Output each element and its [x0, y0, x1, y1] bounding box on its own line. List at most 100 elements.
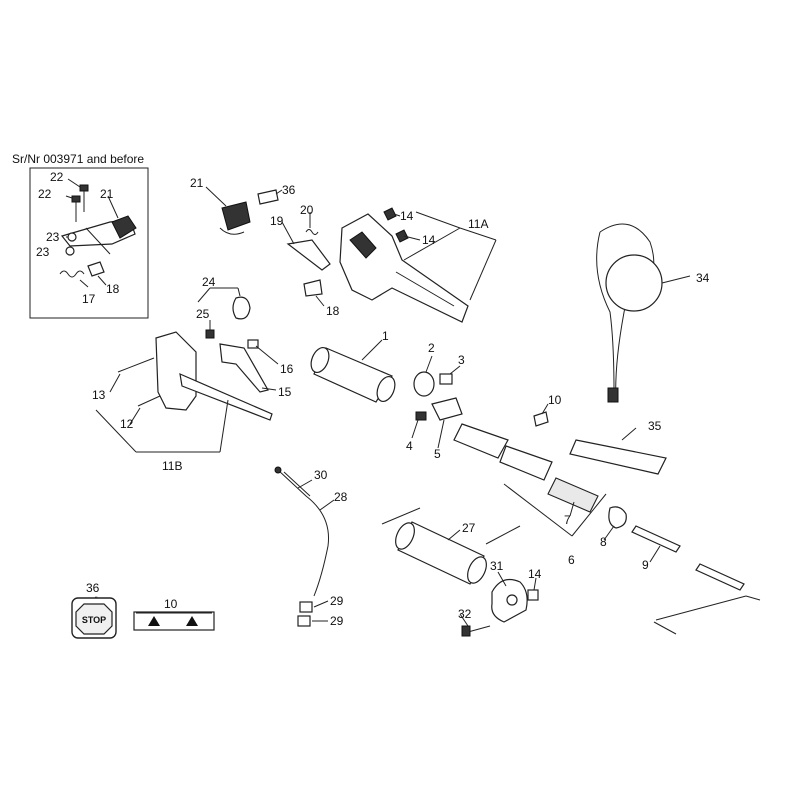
label-5: 5: [434, 447, 441, 461]
nut-29a: [299, 601, 313, 613]
lower-grip-parts: 27 31 14 32: [381, 507, 542, 637]
inset-screw-22a: [79, 184, 89, 212]
label-25: 25: [196, 307, 210, 321]
label-34: 34: [696, 271, 710, 285]
housing-11b-body: [155, 331, 197, 411]
nut-14a: [383, 207, 397, 221]
arrow-up-icon: [186, 616, 198, 626]
harness-pad-34: [605, 254, 663, 312]
driveshaft-9b: [695, 563, 745, 591]
label-1: 1: [382, 329, 389, 343]
label-14c: 14: [528, 567, 542, 581]
bolt-4: [415, 411, 427, 421]
nut-14c: [527, 589, 539, 601]
bushing-7: [547, 477, 599, 513]
label-32: 32: [458, 607, 472, 621]
label-inset-21: 21: [100, 187, 114, 201]
harness-straps-34: [596, 223, 655, 403]
label-6: 6: [568, 553, 575, 567]
throttle-cable: 30 28 29 29: [274, 466, 348, 628]
inset-screw-22b: [71, 195, 81, 222]
nut-8: [608, 506, 627, 529]
label-29b: 29: [330, 614, 344, 628]
shaft-sleeve: [499, 445, 553, 481]
label-2: 2: [428, 341, 435, 355]
inset-nut-23b: [65, 246, 75, 256]
decal-36-small: [257, 189, 279, 205]
housing-11b-rail: [179, 373, 273, 421]
driveshaft-9a: [631, 525, 681, 553]
label-inset-22b: 22: [38, 187, 52, 201]
label-13: 13: [92, 388, 106, 402]
label-3: 3: [458, 353, 465, 367]
inset-old-serial: Sr/Nr 003971 and before 22 22 21 23: [12, 152, 149, 319]
label-36-top: 36: [282, 183, 296, 197]
label-inset-23a: 23: [46, 230, 60, 244]
inset-clip-18: [87, 261, 105, 277]
decals-and-harness: 10 35 34: [533, 223, 710, 475]
stop-sign-icon: [75, 603, 113, 635]
lever-15: [219, 343, 269, 393]
label-7: 7: [564, 513, 571, 527]
label-14b: 14: [422, 233, 436, 247]
clip-18: [303, 279, 323, 297]
label-18: 18: [326, 304, 340, 318]
stop-text: STOP: [82, 615, 106, 625]
ring-2: [413, 371, 435, 397]
label-19: 19: [270, 214, 284, 228]
label-10-top: 10: [548, 393, 562, 407]
label-30: 30: [314, 468, 328, 482]
throttle-housing-11b: 24 25 16 15 13 12 11B: [92, 275, 294, 473]
inset-frame: [29, 167, 149, 319]
arrow-decal-10: 10: [133, 597, 215, 631]
bolt-32: [467, 625, 491, 633]
decal-35: [569, 439, 667, 475]
clamp-24: [232, 296, 251, 320]
label-8: 8: [600, 535, 607, 549]
label-11a: 11A: [468, 217, 488, 231]
pin-16: [247, 339, 259, 349]
screw-13: [117, 357, 155, 373]
screw-25: [205, 329, 215, 339]
grip-1: [310, 346, 396, 403]
grip-parts: 1 2 3 4 5: [310, 329, 553, 481]
arrow-up-icon: [148, 616, 160, 626]
label-inset-17: 17: [82, 292, 96, 306]
label-inset-18: 18: [106, 282, 120, 296]
label-inset-22a: 22: [50, 170, 64, 184]
shaft-tube: [453, 423, 509, 459]
label-27: 27: [462, 521, 476, 535]
inset-spring-17: [59, 270, 85, 278]
label-inset-23b: 23: [36, 245, 50, 259]
label-29a: 29: [330, 594, 344, 608]
inset-switch-21: [111, 215, 137, 239]
label-11b: 11B: [162, 459, 182, 473]
decal-10-small: [533, 411, 549, 427]
label-4: 4: [406, 439, 413, 453]
label-12: 12: [120, 417, 134, 431]
spring-20: [305, 229, 319, 235]
label-10-bottom: 10: [164, 597, 178, 611]
switch-21: [221, 201, 251, 231]
nut-14b: [395, 229, 409, 243]
nut-29b: [297, 615, 311, 627]
label-9: 9: [642, 558, 649, 572]
label-21: 21: [190, 176, 204, 190]
label-28: 28: [334, 490, 348, 504]
label-20: 20: [300, 203, 314, 217]
inset-nut-23a: [67, 232, 77, 242]
grip-27: [395, 521, 487, 585]
throttle-housing-11a: 21 36 20 19 14 14 11A 18: [190, 176, 497, 323]
label-35: 35: [648, 419, 662, 433]
cable-28: [277, 469, 330, 597]
drive-shaft-parts: 7 8 6 9: [503, 477, 761, 635]
label-31: 31: [490, 559, 504, 573]
label-24: 24: [202, 275, 216, 289]
harness-hook-34: [607, 387, 619, 403]
label-36-stop: 36: [86, 581, 100, 595]
lever-19: [286, 239, 331, 271]
screw-12: [137, 395, 161, 407]
collar-3: [439, 373, 453, 385]
label-15: 15: [278, 385, 292, 399]
